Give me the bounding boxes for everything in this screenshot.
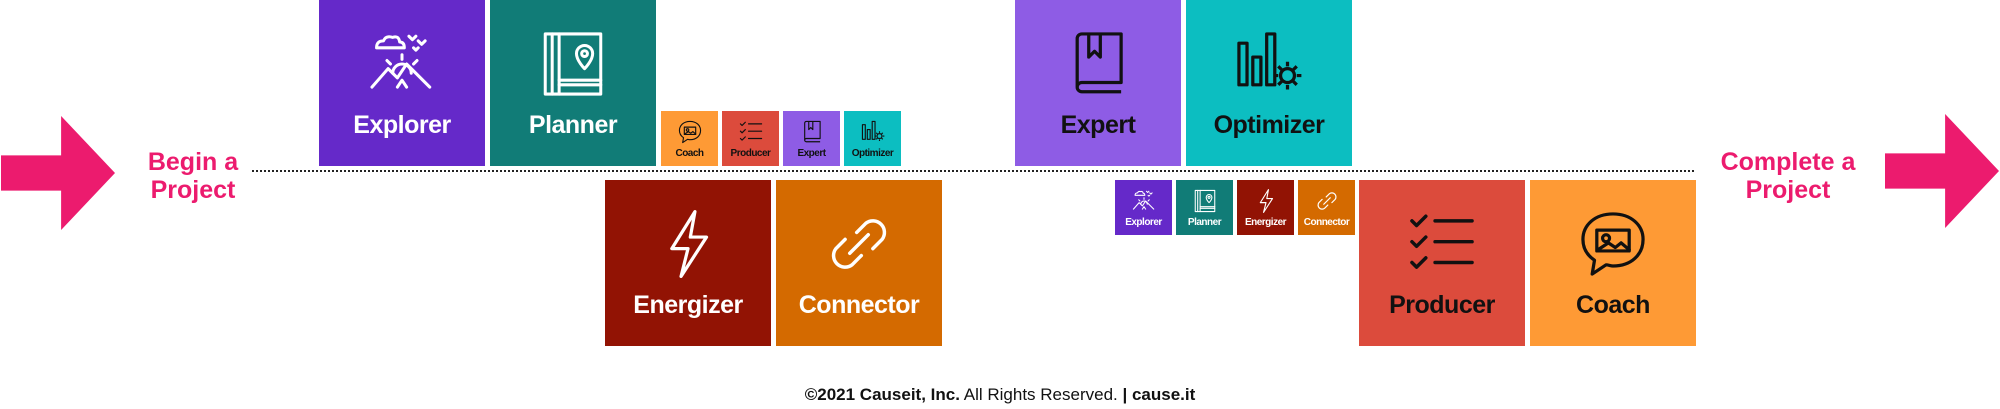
producer-small-tile[interactable]: Producer xyxy=(722,111,779,166)
checklist-icon xyxy=(738,119,764,145)
connector-small-tile[interactable]: Connector xyxy=(1298,180,1355,235)
end-arrow-icon xyxy=(1884,114,2000,228)
optimizer-small-tile[interactable]: Optimizer xyxy=(844,111,901,166)
begin-line-2: Project xyxy=(150,176,236,204)
copyright-text: ©2021 Causeit, Inc. xyxy=(804,385,960,404)
book-icon xyxy=(799,119,825,145)
planner-map-icon xyxy=(536,27,610,101)
complete-project-label: Complete a Project xyxy=(1700,148,1876,204)
footer-url-link[interactable]: cause.it xyxy=(1131,385,1196,404)
explorer-small-tile[interactable]: Explorer xyxy=(1115,180,1172,235)
planner-map-icon xyxy=(1192,188,1218,214)
lightning-bolt-icon xyxy=(1253,188,1279,214)
energizer-tile[interactable]: Energizer xyxy=(605,180,771,346)
book-icon xyxy=(1061,27,1135,101)
begin-project-label: Begin a Project xyxy=(128,148,258,204)
chain-link-icon xyxy=(1314,188,1340,214)
speech-bubble-icon xyxy=(677,119,703,145)
planner-tile[interactable]: Planner xyxy=(490,0,656,166)
lightning-bolt-icon xyxy=(651,207,725,281)
explorer-landscape-icon xyxy=(1131,188,1157,214)
bars-gear-icon xyxy=(860,119,886,145)
chain-link-icon xyxy=(822,207,896,281)
coach-small-tile[interactable]: Coach xyxy=(661,111,718,166)
explorer-landscape-icon xyxy=(365,27,439,101)
expert-tile[interactable]: Expert xyxy=(1015,0,1181,166)
optimizer-tile[interactable]: Optimizer xyxy=(1186,0,1352,166)
start-arrow-icon xyxy=(0,116,116,230)
connector-tile[interactable]: Connector xyxy=(776,180,942,346)
complete-line-1: Complete a xyxy=(1720,148,1856,176)
timeline-dotted-line xyxy=(252,170,1694,172)
speech-bubble-icon xyxy=(1576,207,1650,281)
energizer-small-tile[interactable]: Energizer xyxy=(1237,180,1294,235)
copyright-footer: ©2021 Causeit, Inc. All Rights Reserved.… xyxy=(0,385,2000,405)
explorer-tile[interactable]: Explorer xyxy=(319,0,485,166)
expert-small-tile[interactable]: Expert xyxy=(783,111,840,166)
footer-separator: | xyxy=(1122,385,1132,404)
checklist-icon xyxy=(1405,207,1479,281)
rights-text: All Rights Reserved. xyxy=(959,385,1123,404)
bars-gear-icon xyxy=(1232,27,1306,101)
producer-tile[interactable]: Producer xyxy=(1359,180,1525,346)
coach-tile[interactable]: Coach xyxy=(1530,180,1696,346)
complete-line-2: Project xyxy=(1745,176,1831,204)
begin-line-1: Begin a xyxy=(147,148,239,176)
planner-small-tile[interactable]: Planner xyxy=(1176,180,1233,235)
